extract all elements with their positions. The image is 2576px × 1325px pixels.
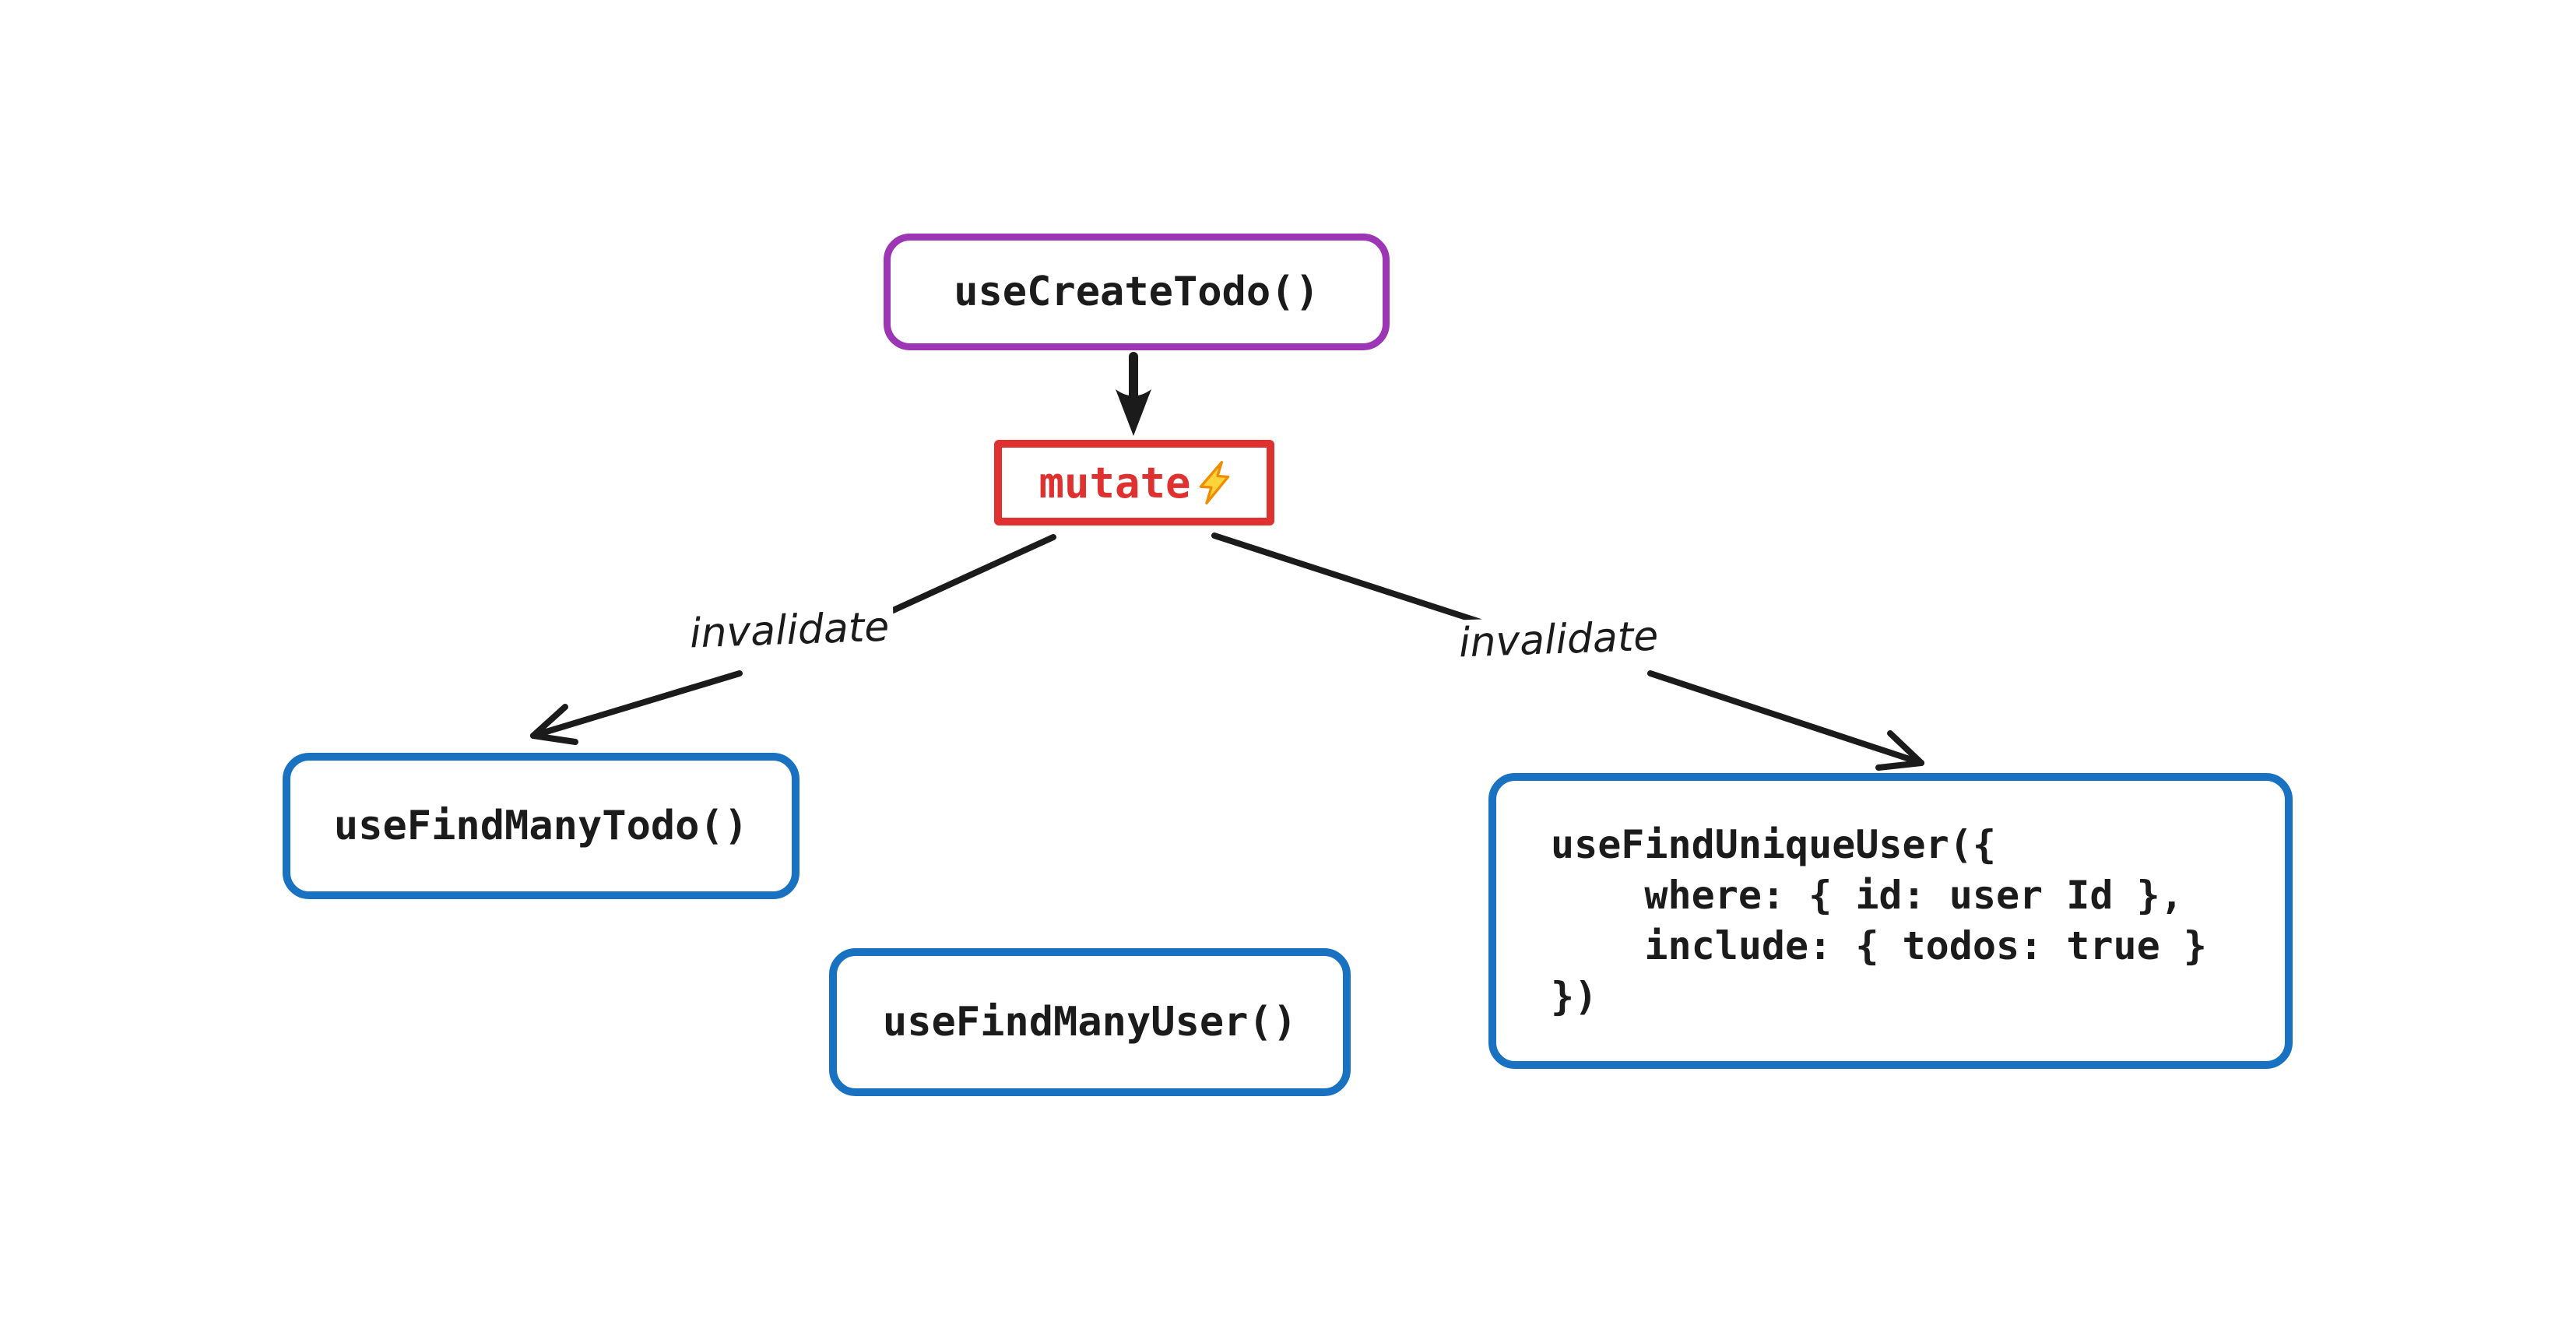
arrow-create-to-mutate	[1116, 352, 1151, 436]
edge-label-invalidate-left: invalidate	[684, 603, 895, 658]
node-use-find-many-user: useFindManyUser()	[829, 948, 1351, 1096]
use-find-unique-user-code: useFindUniqueUser({ where: { id: user Id…	[1551, 822, 2207, 1019]
edge-label-invalidate-right: invalidate	[1453, 613, 1664, 667]
node-mutate: mutate	[994, 440, 1274, 525]
node-use-find-many-todo-label: useFindManyTodo()	[333, 803, 749, 849]
node-use-create-todo-label: useCreateTodo()	[954, 269, 1320, 315]
node-use-find-unique-user: useFindUniqueUser({ where: { id: user Id…	[1488, 773, 2293, 1069]
node-use-find-many-user-label: useFindManyUser()	[882, 999, 1298, 1046]
node-use-find-many-todo: useFindManyTodo()	[283, 753, 800, 899]
node-use-create-todo: useCreateTodo()	[884, 234, 1390, 350]
node-mutate-label: mutate	[1038, 458, 1191, 508]
lightning-bolt-icon	[1199, 461, 1229, 505]
